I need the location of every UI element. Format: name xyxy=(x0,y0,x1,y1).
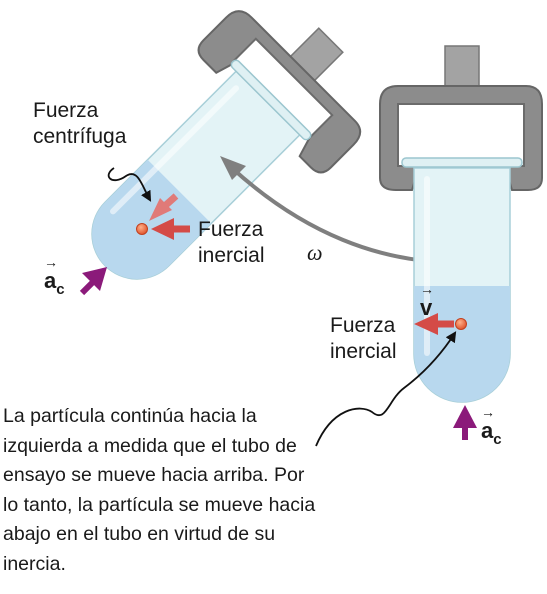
angular-velocity-symbol: ω xyxy=(307,240,323,265)
tilted-inertial-label-line2: inercial xyxy=(198,244,265,267)
upright-accel-vector-arrow: → xyxy=(481,404,495,420)
upright-acceleration-label: → ac xyxy=(481,405,502,448)
velocity-symbol: v xyxy=(420,295,433,320)
caption-line: izquierda a medida que el tubo de xyxy=(3,434,297,457)
tilted-accel-subscript: c xyxy=(56,281,65,298)
upright-test-tube xyxy=(379,45,543,403)
caption-line: abajo en el tubo en virtud de su xyxy=(3,523,276,545)
tilted-inertial-label-line1: Fuerza xyxy=(198,218,264,241)
explanation-caption: La partícula continúa hacia la izquierda… xyxy=(3,402,383,579)
upright-inertial-label-line2: inercial xyxy=(330,340,397,363)
tilted-accel-vector-arrow: → xyxy=(44,254,58,270)
velocity-vector-arrow: → xyxy=(420,281,434,297)
tilted-tube-lip xyxy=(230,59,312,141)
centrifugal-force-label: Fuerza centrífuga xyxy=(33,98,126,150)
tilted-accel-symbol: a xyxy=(44,268,57,293)
centrifugal-force-arrow xyxy=(149,193,179,221)
upright-accel-subscript: c xyxy=(493,431,502,448)
caption-line: lo tanto, la partícula se mueve hacia xyxy=(3,493,316,516)
upright-accel-symbol: a xyxy=(481,418,494,443)
centrifugal-label-line1: Fuerza xyxy=(33,99,99,122)
velocity-label: → v xyxy=(420,282,434,321)
tilted-test-tube xyxy=(91,10,362,280)
upright-holder-stem xyxy=(444,45,480,89)
rotation-arrow-head xyxy=(220,156,246,180)
upright-holder-window xyxy=(397,103,525,167)
tilted-acceleration-arrow xyxy=(79,267,107,296)
caption-line: inercia. xyxy=(3,552,66,575)
tilted-inertial-force-arrow xyxy=(151,218,190,240)
centrifugal-label-pointer xyxy=(107,167,152,202)
caption-pointer xyxy=(315,331,457,447)
upright-tube-lip xyxy=(401,157,523,168)
caption-line: ensayo se mueve hacia arriba. Por xyxy=(3,464,305,486)
tilted-acceleration-label: → ac xyxy=(44,255,65,298)
tilted-inertial-force-label: Fuerza inercial xyxy=(198,217,265,269)
upright-inertial-force-label: Fuerza inercial xyxy=(330,313,397,365)
upright-particle xyxy=(455,318,467,330)
upright-inertial-label-line1: Fuerza xyxy=(330,314,396,337)
upright-acceleration-arrow xyxy=(453,405,477,440)
tilted-particle xyxy=(136,223,148,235)
upright-inertial-force-arrow xyxy=(414,313,454,335)
caption-line: La partícula continúa hacia la xyxy=(3,405,257,427)
centrifugal-label-line2: centrífuga xyxy=(33,125,127,148)
